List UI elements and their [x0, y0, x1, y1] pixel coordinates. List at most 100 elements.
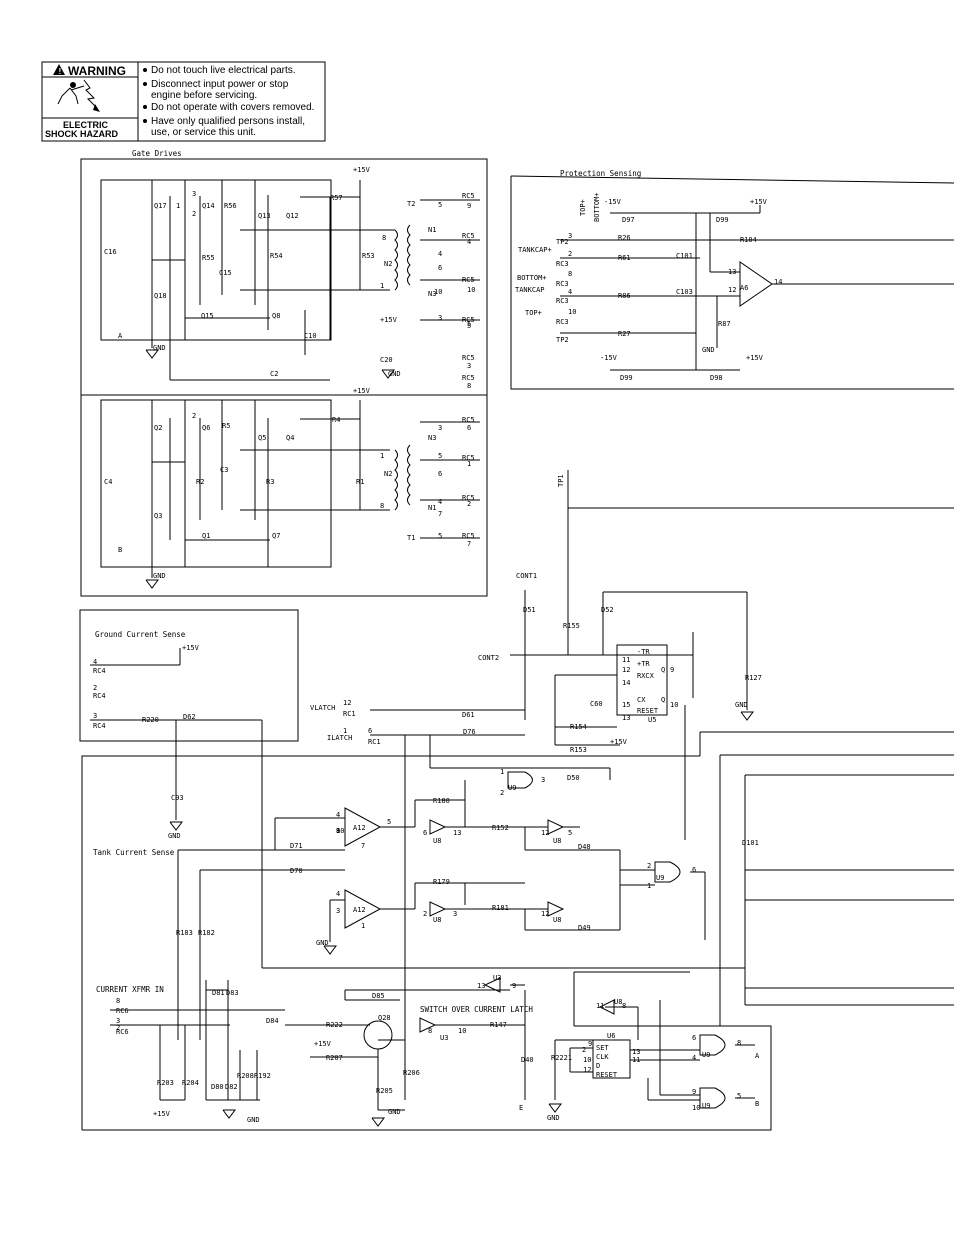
c-label-u9a: U9	[508, 784, 516, 792]
conn-rc5-8: RC5	[462, 374, 475, 382]
c-label-e: E	[519, 1104, 523, 1112]
hazard-label-line1: ELECTRIC	[63, 120, 109, 130]
c-pin-13e: 4	[692, 1054, 696, 1062]
pin-t1-7: 7	[438, 510, 442, 518]
c-label-d83: D83	[226, 989, 239, 997]
ground-sense-wiring	[90, 648, 263, 968]
gate-drives-wiring	[100, 179, 480, 589]
pin-t2-1: 1	[380, 282, 384, 290]
label-c15: C15	[219, 269, 232, 277]
pin-q14-3: 3	[192, 190, 196, 198]
c-label-set: SET	[596, 1044, 609, 1052]
conn-rc5-3: RC5	[462, 354, 475, 362]
c-label-r154: R154	[570, 723, 587, 731]
c-pin-12e: 6	[692, 1034, 696, 1042]
c-pin-2b: 3	[453, 910, 457, 918]
c-label-output-b: B	[755, 1100, 759, 1108]
label-t2-n3: N3	[428, 290, 436, 298]
p-label-pos15: +15V	[750, 198, 768, 206]
c-label-r180: R180	[433, 797, 450, 805]
c-label-r206: R206	[403, 1069, 420, 1077]
label-r3: R3	[266, 478, 274, 486]
c-label-rc6a: RC6	[116, 1007, 129, 1015]
label-r2: R2	[196, 478, 204, 486]
label-q1: Q1	[202, 532, 210, 540]
label-vcc-c20: +15V	[380, 316, 398, 324]
label-q6: Q6	[202, 424, 210, 432]
c-pin-8c: 9	[588, 1040, 592, 1048]
p-label-c101: C101	[676, 252, 693, 260]
label-vcc-a: +15V	[353, 166, 371, 174]
label-gnd-c20: GND	[388, 370, 401, 378]
p-label-d98: D98	[710, 374, 723, 382]
c-pin-5b: 4	[336, 890, 340, 898]
control-labels: TP1 CONT1 D51 R155 D52 CONT2 -TR +TR RXC…	[116, 474, 762, 1124]
c-label-d: D	[596, 1062, 600, 1070]
p-label-rc3b: RC3	[556, 280, 569, 288]
p-pin-3: 3	[568, 232, 572, 240]
warning-item-3: Do not operate with covers removed.	[151, 102, 314, 113]
c-label-gnd-bot: GND	[247, 1116, 260, 1124]
c-pin-7: 5	[387, 818, 391, 826]
conn-rc5-4: RC5	[462, 232, 475, 240]
c-label-r182: R182	[198, 929, 215, 937]
p-pin-4: 4	[568, 288, 572, 296]
g-label-pos15: +15V	[182, 644, 200, 652]
c-label-u8a: U8	[433, 837, 441, 845]
label-q12: Q12	[286, 212, 299, 220]
p-label-tankcap2: TANKCAP	[515, 286, 545, 294]
rc5-pin-7: 7	[467, 540, 471, 548]
c-label-d85: D85	[372, 992, 385, 1000]
label-q15: Q15	[201, 312, 214, 320]
rc5-pin-9: 9	[467, 202, 471, 210]
c-label-r203: R203	[157, 1079, 174, 1087]
c-pin-13d: 11	[632, 1056, 640, 1064]
c-label-d71: D71	[290, 842, 303, 850]
c-pin-12: 12	[622, 666, 630, 674]
c-pin-1: 1	[500, 768, 504, 776]
c-label-qbar-u5: Q	[661, 696, 665, 704]
p-label-d99: D99	[716, 216, 729, 224]
conn-rc5-5: RC5	[462, 316, 475, 324]
label-q13: Q13	[258, 212, 271, 220]
c-pin-6c: 1	[647, 882, 651, 890]
c-pin-9d: 10	[692, 1104, 700, 1112]
label-r55: R55	[202, 254, 215, 262]
gate-drive-labels: Q17 Q18 Q14 R56 R55 C15 R54 Q13 Q12 R57 …	[104, 166, 475, 580]
c-pin-12c: 13	[477, 982, 485, 990]
c-label-gnd-r127: GND	[735, 701, 748, 709]
conn-rc5-9: RC5	[462, 192, 475, 200]
conn-rc5-6: RC5	[462, 416, 475, 424]
warning-triangle-icon: !	[53, 64, 65, 76]
label-r53: R53	[362, 252, 375, 260]
c-label-rc1a: RC1	[343, 710, 356, 718]
c-label-d50: D50	[567, 774, 580, 782]
label-q7: Q7	[272, 532, 280, 540]
label-q18: Q18	[154, 292, 167, 300]
c-label-r222: R222	[326, 1021, 343, 1029]
label-r57: R57	[330, 194, 343, 202]
c-label-d84: D84	[266, 1017, 279, 1025]
label-q5: Q5	[258, 434, 266, 442]
c-label-r2221: R2221	[551, 1054, 572, 1062]
c-label-r205: R205	[376, 1087, 393, 1095]
c-label-r204: R204	[182, 1079, 199, 1087]
warning-item-2: Disconnect input power or stop	[151, 79, 289, 90]
g-label-r220: R220	[142, 716, 159, 724]
c-label-r147: R147	[490, 1021, 507, 1029]
label-r4: R4	[332, 416, 340, 424]
c-label-u5: U5	[648, 716, 656, 724]
c-label-d52: D52	[601, 606, 614, 614]
warning-item-4: Have only qualified persons install,	[151, 116, 305, 127]
c-label-pos15-q28: +15V	[314, 1040, 332, 1048]
c-label-vlatch: VLATCH	[310, 704, 335, 712]
c-pin-2d: 3	[116, 1017, 120, 1025]
warning-box: ! WARNING ELECTRIC SHOCK HAZARD Do not t…	[41, 61, 326, 142]
label-q3: Q3	[154, 512, 162, 520]
conn-rc5-2: RC5	[462, 494, 475, 502]
pin-t1-6: 6	[438, 470, 442, 478]
c-label-d80: D80	[211, 1083, 224, 1091]
label-gnd-a: GND	[153, 344, 166, 352]
c-pin-3: 3	[541, 776, 545, 784]
pin-t2-4: 4	[438, 250, 442, 258]
